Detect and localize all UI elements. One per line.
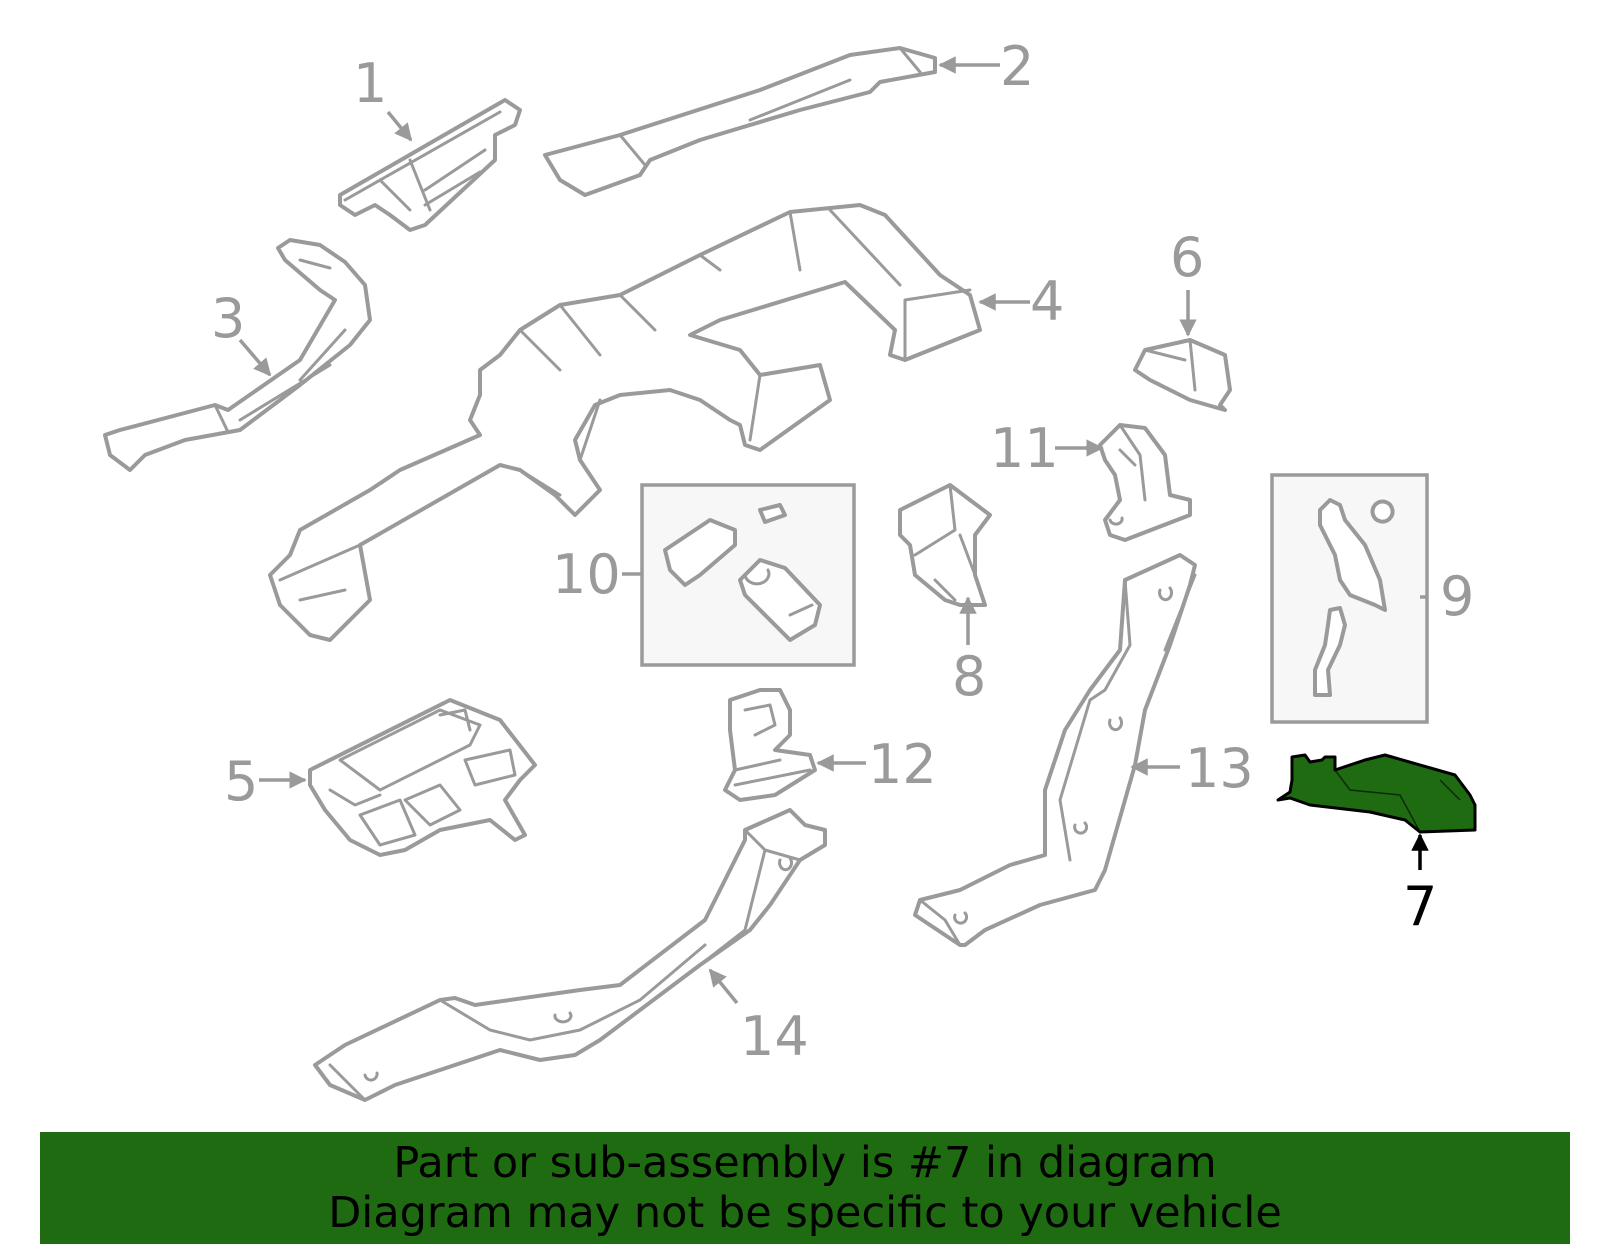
part-12-outlet xyxy=(723,688,817,802)
part-1-duct xyxy=(338,98,522,232)
part-13-duct xyxy=(913,553,1197,947)
part-5-panel xyxy=(308,698,537,857)
info-banner: Part or sub-assembly is #7 in diagram Di… xyxy=(40,1132,1570,1244)
callout-7: 7 xyxy=(1403,875,1437,938)
part-14-duct xyxy=(313,808,827,1102)
part-4-duct xyxy=(268,203,982,642)
callout-3: 3 xyxy=(211,287,245,350)
callout-14: 14 xyxy=(740,1005,809,1068)
callout-1: 1 xyxy=(353,52,387,115)
banner-line-1: Part or sub-assembly is #7 in diagram xyxy=(393,1138,1217,1188)
part-6-duct xyxy=(1133,338,1232,412)
callout-10: 10 xyxy=(552,543,621,606)
callout-2: 2 xyxy=(1000,35,1034,98)
callout-5: 5 xyxy=(224,750,258,813)
callout-8: 8 xyxy=(952,645,986,708)
part-2-duct xyxy=(543,46,937,197)
part-3-duct xyxy=(103,238,372,472)
part-8-outlet xyxy=(898,483,992,607)
callout-9: 9 xyxy=(1440,565,1474,628)
part-9-kit-box xyxy=(1270,473,1429,724)
part-7-duct-highlighted[interactable] xyxy=(1276,753,1477,834)
callout-labels: 1 2 3 4 5 6 7 8 9 10 11 12 13 14 xyxy=(211,35,1474,1068)
leader-lines xyxy=(238,56,1429,1005)
callout-11: 11 xyxy=(990,417,1059,480)
part-11-bracket xyxy=(1098,423,1192,542)
callout-12: 12 xyxy=(868,733,937,796)
part-10-kit-box xyxy=(640,483,856,667)
callout-13: 13 xyxy=(1185,737,1254,800)
callout-4: 4 xyxy=(1030,270,1064,333)
banner-line-2: Diagram may not be specific to your vehi… xyxy=(328,1188,1282,1238)
callout-6: 6 xyxy=(1170,226,1204,289)
